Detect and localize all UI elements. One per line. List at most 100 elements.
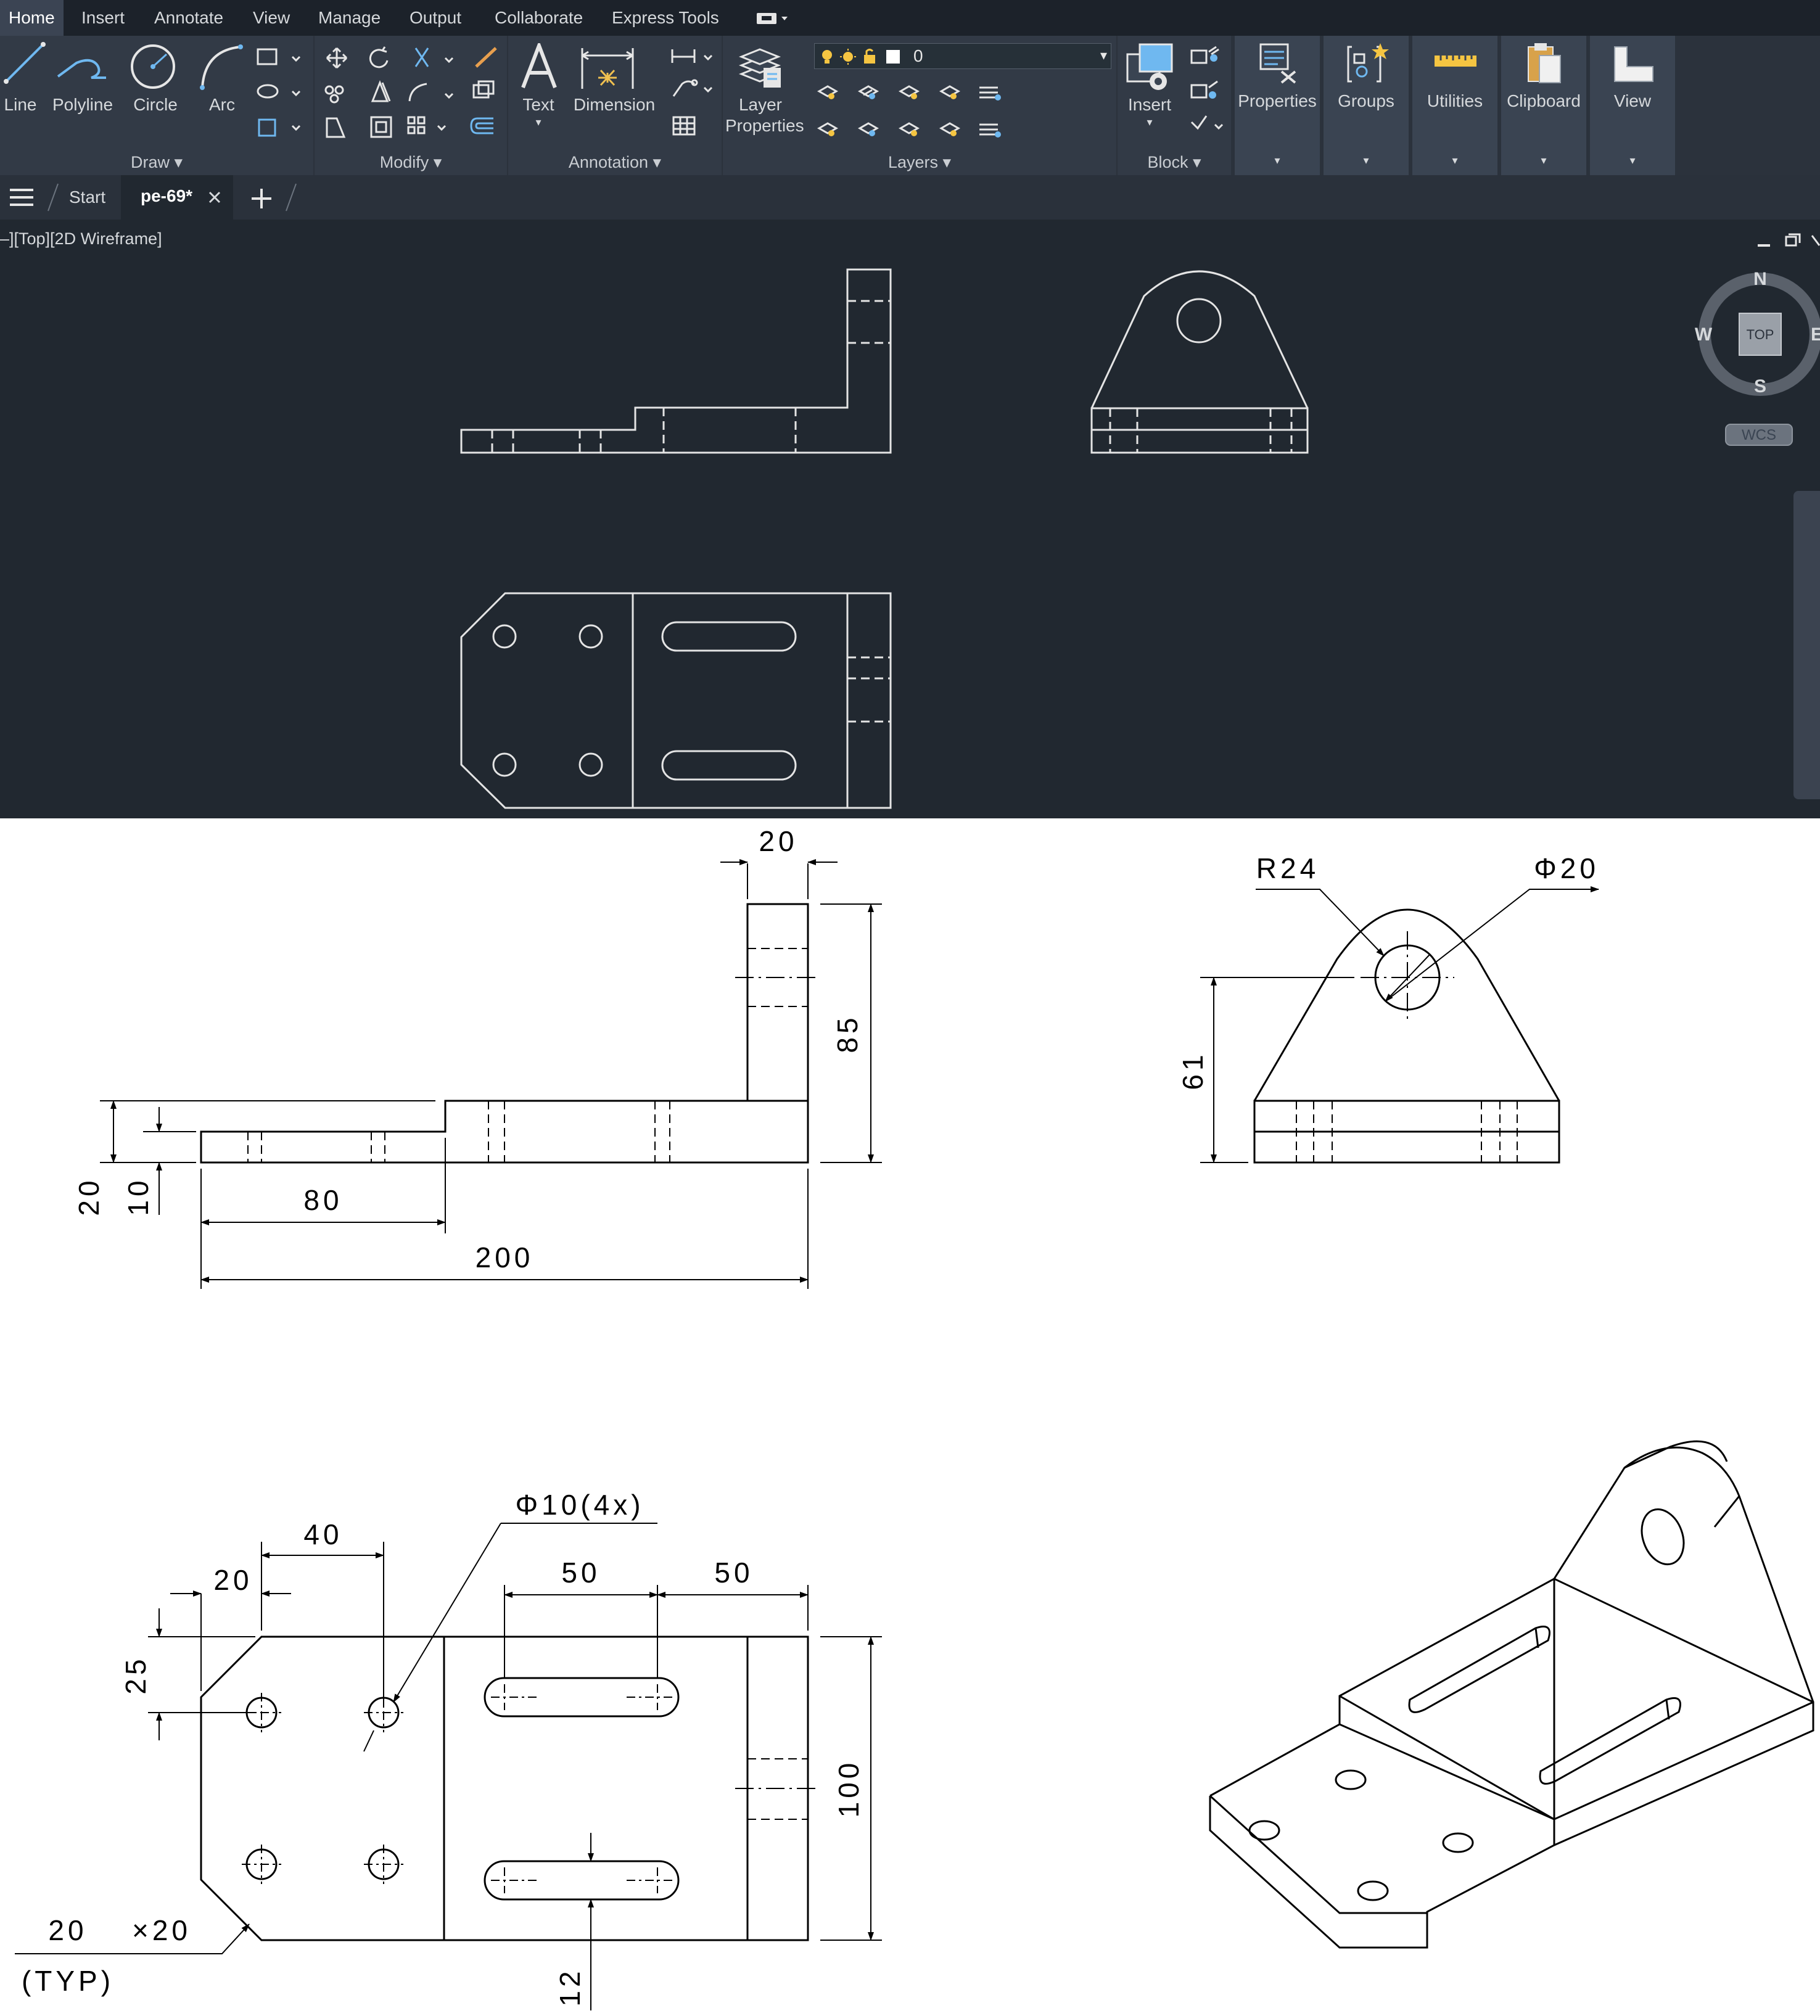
viewcube-south[interactable]: S: [1754, 376, 1766, 397]
wcs-button[interactable]: WCS: [1742, 427, 1776, 443]
block-panel-title-text: Block: [1147, 153, 1188, 171]
draw-extra-tools-icon[interactable]: [255, 47, 305, 139]
viewcube-top-face[interactable]: TOP: [1747, 327, 1774, 342]
layer-tools-icon[interactable]: [815, 79, 1087, 141]
text-dropdown-icon[interactable]: ▾: [535, 116, 541, 128]
dim-side-61: 61: [1177, 1051, 1209, 1090]
clipboard-panel[interactable]: Clipboard ▾: [1501, 36, 1586, 175]
polyline-label[interactable]: Polyline: [52, 95, 113, 114]
view-icon: [1614, 46, 1653, 82]
draw-panel-title-text: Draw: [130, 153, 170, 171]
tab-collaborate[interactable]: Collaborate: [495, 8, 583, 27]
dim-front-top-width: 20: [759, 825, 797, 857]
layer-dropdown-chevron-icon: ▾: [1100, 47, 1107, 63]
utilities-panel[interactable]: Utilities ▾: [1412, 36, 1497, 175]
annotation-panel: Text ▾ Dimension Annotation ▾: [508, 36, 722, 175]
groups-icon: [1347, 43, 1389, 83]
circle-label[interactable]: Circle: [133, 95, 178, 114]
front-view: [100, 859, 882, 1289]
layer-properties-icon[interactable]: [735, 43, 784, 90]
utilities-label: Utilities: [1427, 91, 1483, 110]
dim-chamfer-typical: (TYP): [22, 1965, 114, 1997]
dim-top-100: 100: [833, 1759, 865, 1818]
layer-properties-label-line2[interactable]: Properties: [725, 116, 804, 135]
dim-top-20: 20: [213, 1564, 252, 1596]
text-label[interactable]: Text: [522, 95, 554, 114]
tab-start[interactable]: Start: [69, 187, 106, 207]
properties-panel[interactable]: Properties ▾: [1235, 36, 1320, 175]
groups-dropdown-icon[interactable]: ▾: [1363, 154, 1369, 167]
properties-dropdown-icon[interactable]: ▾: [1274, 154, 1280, 167]
dim-front-80: 80: [303, 1184, 342, 1216]
tab-separator-icon-2: [286, 183, 297, 212]
layer-dropdown[interactable]: 0 ▾: [814, 43, 1111, 69]
dim-top-slot-width: 12: [554, 1967, 586, 2006]
draw-panel-title[interactable]: Draw ▾: [130, 153, 183, 171]
annotation-extra-tools-icon[interactable]: [670, 44, 719, 137]
modify-panel-title[interactable]: Modify ▾: [379, 153, 442, 171]
viewcube-north[interactable]: N: [1753, 269, 1767, 289]
utilities-dropdown-icon[interactable]: ▾: [1452, 154, 1458, 167]
insert-block-icon[interactable]: [1124, 41, 1177, 93]
groups-panel[interactable]: Groups ▾: [1324, 36, 1409, 175]
view-dropdown-icon[interactable]: ▾: [1629, 154, 1636, 167]
tab-current-file-label: pe-69*: [141, 186, 193, 205]
arc-icon[interactable]: [196, 42, 247, 91]
layer-state-icons: [822, 49, 900, 65]
tab-annotate[interactable]: Annotate: [154, 8, 224, 27]
layers-panel-title[interactable]: Layers ▾: [887, 153, 952, 171]
view-label: View: [1613, 91, 1652, 110]
wireframe-drawing: [460, 268, 1309, 809]
layer-properties-label-line1[interactable]: Layer: [738, 95, 783, 114]
layers-panel: Layer Properties 0 ▾: [723, 36, 1116, 175]
view-panel[interactable]: View ▾: [1590, 36, 1675, 175]
dim-side-radius: R24: [1256, 852, 1319, 884]
text-icon[interactable]: [521, 43, 558, 90]
layers-panel-title-text: Layers: [887, 153, 938, 171]
close-tab-icon[interactable]: [207, 190, 222, 205]
clipboard-label: Clipboard: [1507, 91, 1581, 110]
dim-top-50-right: 50: [714, 1557, 753, 1589]
top-view: [15, 1523, 882, 2010]
insert-dropdown-icon[interactable]: ▾: [1147, 116, 1153, 128]
clipboard-dropdown-icon[interactable]: ▾: [1541, 154, 1547, 167]
block-panel-title[interactable]: Block ▾: [1147, 153, 1201, 171]
block-tools-icon[interactable]: [1188, 44, 1226, 143]
current-layer-name: 0: [913, 46, 923, 65]
viewport-window-controls-icon[interactable]: [1755, 233, 1820, 250]
dim-top-hole-diameter: Φ10(4x): [515, 1489, 644, 1521]
line-label[interactable]: Line: [4, 95, 37, 114]
tab-output[interactable]: Output: [410, 8, 462, 27]
annotation-panel-title[interactable]: Annotation ▾: [568, 153, 662, 171]
tab-insert[interactable]: Insert: [81, 8, 125, 27]
line-icon[interactable]: [2, 41, 47, 85]
tab-express-tools[interactable]: Express Tools: [612, 8, 719, 27]
dimension-label[interactable]: Dimension: [573, 95, 656, 114]
tab-view[interactable]: View: [253, 8, 290, 27]
viewcube-icon[interactable]: TOP N S W E WCS: [1690, 269, 1820, 454]
viewport-controls-label[interactable]: –][Top][2D Wireframe]: [0, 229, 162, 248]
dim-front-height: 85: [831, 1014, 863, 1053]
circle-icon[interactable]: [128, 42, 178, 91]
hamburger-menu-icon[interactable]: [9, 187, 35, 207]
polyline-icon[interactable]: [54, 44, 111, 88]
dimension-icon[interactable]: [577, 43, 638, 93]
arc-label[interactable]: Arc: [209, 95, 235, 114]
insert-label[interactable]: Insert: [1127, 95, 1172, 114]
viewcube-west[interactable]: W: [1695, 324, 1713, 345]
model-viewport[interactable]: –][Top][2D Wireframe]: [0, 220, 1820, 818]
viewcube-east[interactable]: E: [1811, 324, 1820, 345]
modify-tools-icon[interactable]: [323, 44, 502, 143]
properties-icon: [1259, 43, 1296, 84]
technical-drawing-svg: 20 85 20 10 80 200 R24 Φ20: [15, 825, 1814, 2010]
tab-home[interactable]: Home: [0, 0, 64, 36]
modify-panel: Modify ▾: [315, 36, 507, 175]
tab-current-file[interactable]: pe-69*: [121, 175, 233, 220]
workspace-switch-icon[interactable]: [756, 11, 793, 26]
navigation-bar[interactable]: [1793, 491, 1820, 799]
technical-drawing: 20 85 20 10 80 200 R24 Φ20: [0, 818, 1820, 2013]
new-tab-plus-icon[interactable]: [249, 186, 274, 211]
side-view: [1200, 886, 1599, 1164]
tab-manage[interactable]: Manage: [318, 8, 381, 27]
dim-chamfer-multiplier: ×20: [132, 1914, 191, 1946]
